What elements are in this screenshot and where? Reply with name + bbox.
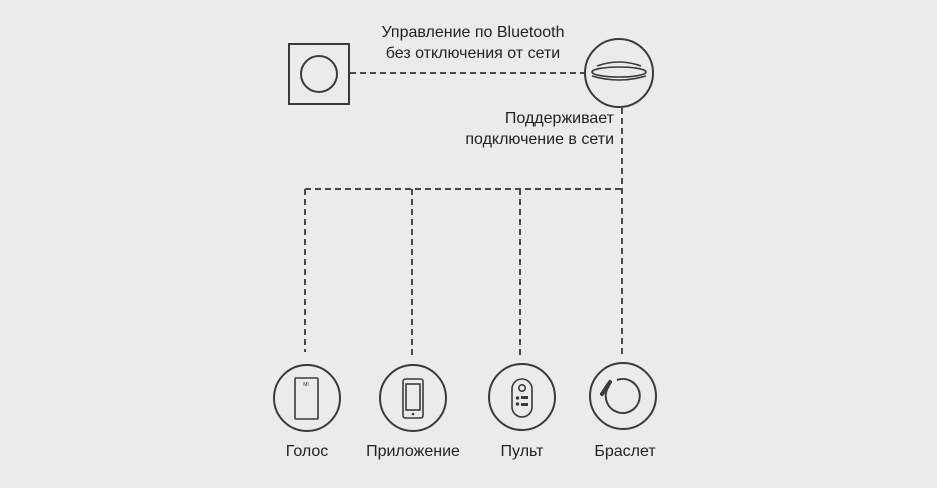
network-caption-line2: подключение в сети xyxy=(465,131,614,148)
device-label-remote: Пульт xyxy=(500,443,544,460)
bluetooth-caption: Управление по Bluetooth без отключения о… xyxy=(358,22,588,64)
remote-icon xyxy=(488,363,556,431)
ceiling-lamp-icon xyxy=(584,38,654,108)
network-caption-line1: Поддерживает xyxy=(504,110,614,127)
wall-switch-icon xyxy=(288,43,350,105)
device-label-app: Приложение xyxy=(366,443,460,460)
svg-text:MI: MI xyxy=(303,382,309,388)
network-caption: Поддерживает подключение в сети xyxy=(400,108,614,150)
device-label-voice: Голос xyxy=(285,443,329,460)
speaker-icon: MI xyxy=(273,364,341,432)
bluetooth-caption-line2: без отключения от сети xyxy=(385,45,561,62)
bracelet-icon xyxy=(589,362,657,430)
device-label-bracelet: Браслет xyxy=(594,443,656,460)
smartphone-icon xyxy=(379,364,447,432)
bluetooth-caption-line1: Управление по Bluetooth xyxy=(381,24,565,41)
